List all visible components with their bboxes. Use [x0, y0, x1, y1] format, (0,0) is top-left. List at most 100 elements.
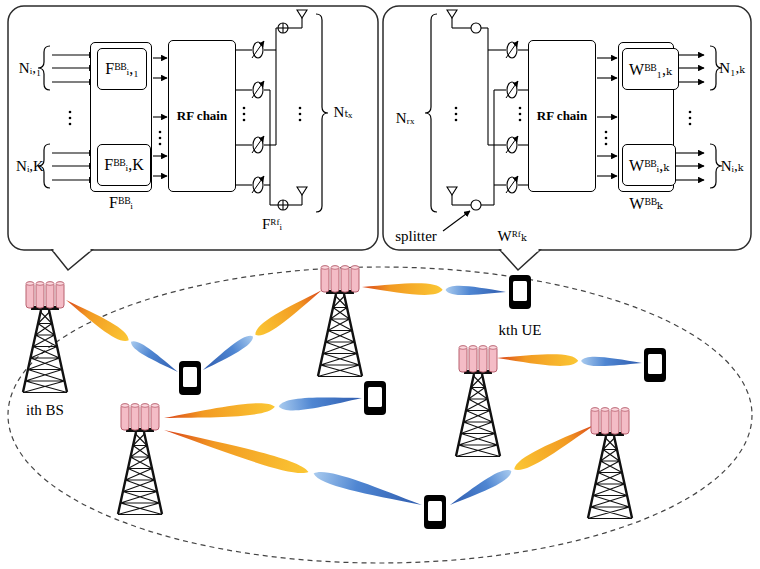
antenna-top — [489, 346, 497, 350]
tower-platform — [326, 290, 354, 294]
ellipsis-dot — [159, 131, 162, 134]
ellipsis-dot — [243, 107, 246, 110]
brace — [425, 14, 437, 212]
bb-output-arrow — [153, 77, 167, 78]
rx-beam — [445, 285, 506, 296]
antenna-top — [151, 404, 159, 408]
rf-wire — [518, 89, 528, 90]
ellipsis-dot — [455, 119, 458, 122]
wire — [452, 204, 471, 205]
leader-line — [443, 211, 470, 231]
base-station — [588, 408, 632, 519]
wire — [288, 204, 302, 205]
stream-arrow — [52, 165, 95, 166]
tower-platform — [464, 370, 492, 374]
wire — [264, 49, 276, 50]
user-equipment — [179, 361, 201, 395]
ellipsis-dot — [689, 111, 692, 114]
wire — [494, 89, 506, 90]
rf-wire — [236, 144, 252, 145]
tower-leg — [118, 432, 162, 514]
brace — [316, 14, 328, 212]
bb-input-arrow — [597, 57, 617, 58]
antenna-top — [351, 266, 359, 270]
phone-screen — [513, 281, 527, 301]
rx-beam — [200, 333, 255, 374]
rf-bus — [269, 90, 270, 205]
antenna-top — [341, 266, 349, 270]
antenna-top — [131, 404, 139, 408]
tower-lattice — [588, 438, 632, 519]
antenna-count: Nₜₓ — [334, 104, 353, 121]
stream-arrow — [675, 81, 704, 82]
antenna-panel — [26, 282, 34, 308]
bb-input-arrow — [597, 155, 617, 156]
ellipsis-dot — [519, 119, 522, 122]
stream-count: N₁,ₖ — [719, 60, 744, 77]
block-label: Fᴮᴮᵢ,K — [102, 156, 145, 174]
antenna-top — [331, 266, 339, 270]
antenna-panel — [321, 266, 329, 292]
antenna — [447, 10, 457, 18]
antenna-panel — [151, 404, 159, 430]
tower-platform — [31, 306, 59, 310]
stream-arrow — [675, 165, 704, 166]
combiner-plus — [282, 200, 283, 210]
transmitter-callout — [8, 6, 378, 270]
tower-lattice — [118, 434, 162, 515]
rf-bus — [487, 28, 488, 145]
rx-beam — [447, 466, 513, 509]
rx-beam — [312, 468, 424, 511]
bb-input-arrow — [597, 77, 617, 78]
wire — [270, 204, 278, 205]
rf-bus — [493, 90, 494, 205]
phase-shifter — [253, 137, 263, 153]
block-label: Wᴮᴮ₁,ₖ — [627, 60, 674, 79]
baseband-combiner-group: WᴮᴮₖWᴮᴮ₁,ₖWᴮᴮᵢ,ₖ — [618, 42, 674, 192]
signal-connector — [153, 116, 167, 117]
antenna-panel — [46, 282, 54, 308]
phase-shifter-arrow — [252, 136, 264, 153]
antenna-panel — [601, 408, 609, 434]
antenna-panel — [489, 346, 497, 372]
ellipsis-dot — [159, 137, 162, 140]
bb-output-arrow — [153, 175, 167, 176]
antenna-panel — [141, 404, 149, 430]
rf-chain-block: RF chain — [528, 40, 596, 192]
ellipsis-dot — [243, 113, 246, 116]
wire — [264, 89, 270, 90]
wire — [264, 184, 270, 185]
baseband-combiner: Wᴮᴮᵢ,ₖ — [622, 144, 676, 186]
analog-precoder-label: Fᴿᶠᵢ — [262, 216, 282, 233]
ellipsis-dot — [605, 131, 608, 134]
phase-shifter — [507, 82, 517, 98]
antenna-panel — [341, 266, 349, 292]
rx-beam — [278, 392, 362, 412]
ellipsis-dot — [605, 143, 608, 146]
wire — [481, 27, 488, 28]
antenna-panel — [591, 408, 599, 434]
group-label: Fᴮᴮᵢ — [107, 194, 135, 212]
stream-arrow — [675, 152, 704, 153]
baseband-precoder-group: FᴮᴮᵢFᴮᴮᵢ,₁Fᴮᴮᵢ,K — [90, 42, 152, 192]
stream-arrow — [675, 179, 704, 180]
tx-beam — [162, 424, 310, 477]
rx-beam — [581, 356, 642, 367]
antenna-panel — [351, 266, 359, 292]
rx-beam — [129, 338, 181, 375]
antenna-top — [479, 346, 487, 350]
network-area — [8, 267, 752, 563]
ellipsis-dot — [159, 143, 162, 146]
ellipsis-dot — [605, 137, 608, 140]
phase-shifter-arrow — [506, 81, 518, 98]
base-station — [23, 282, 67, 393]
antenna-panel — [469, 346, 477, 372]
baseband-precoder: Fᴮᴮᵢ,₁ — [97, 48, 147, 90]
antenna-top — [141, 404, 149, 408]
antenna-top — [56, 282, 64, 286]
antenna-panel — [131, 404, 139, 430]
stream-arrow — [52, 179, 95, 180]
antenna-top — [321, 266, 329, 270]
antenna-panel — [56, 282, 64, 308]
phase-shifter-arrow — [506, 176, 518, 193]
